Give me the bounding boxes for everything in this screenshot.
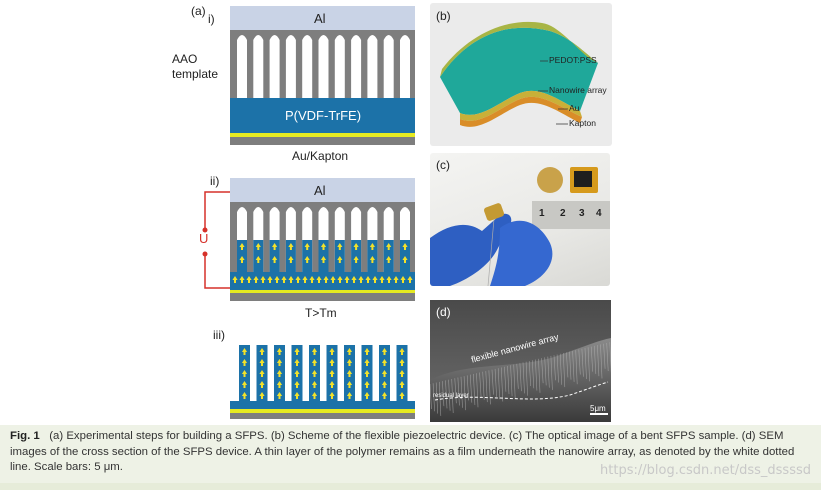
ruler-3: 3	[579, 208, 585, 219]
ruler	[532, 201, 610, 229]
callout-nanowire: Nanowire array	[549, 85, 607, 95]
step-i-al-label: Al	[314, 11, 326, 26]
circuit-wire-bottom	[204, 254, 230, 289]
panel-c-label: (c)	[436, 158, 450, 172]
terminal-bottom	[202, 251, 208, 257]
aao-label: AAO	[172, 52, 198, 66]
pore	[400, 35, 410, 98]
al-layer	[230, 6, 415, 30]
figure-caption: Fig. 1 (a) Experimental steps for buildi…	[0, 425, 821, 483]
glove-left	[430, 213, 512, 286]
pedot-layer	[440, 21, 598, 78]
panel-d-sem	[430, 300, 611, 422]
panel-d-label: (d)	[436, 305, 451, 319]
watermark: https://blog.csdn.net/dss_dssssd	[600, 463, 811, 478]
polymer-label: P(VDF-TrFE)	[285, 108, 362, 123]
step-ii-label: ii)	[210, 174, 220, 188]
kapton-film	[460, 96, 582, 127]
filled-pore	[285, 240, 296, 272]
panel-a-label: (a)	[191, 4, 206, 18]
au-kapton-label: Au/Kapton	[292, 149, 349, 163]
bent-device	[483, 203, 505, 221]
nanowire-body	[440, 27, 598, 115]
ruler-2: 2	[560, 208, 566, 219]
glove-right	[490, 220, 553, 286]
pore	[383, 35, 394, 98]
bent-sample-photo	[430, 167, 610, 286]
filled-pore	[334, 240, 345, 272]
nanowire-array	[230, 345, 415, 409]
sample-active	[574, 171, 592, 187]
pore	[367, 35, 378, 98]
pore	[334, 35, 345, 98]
au-layer	[230, 290, 415, 293]
pore	[253, 35, 264, 98]
residual-film	[230, 401, 415, 409]
filled-pore	[302, 240, 313, 272]
flexible-device-illustration	[440, 21, 598, 127]
pore	[351, 35, 362, 98]
nanowire-cross-section	[430, 338, 611, 422]
scale-bar-label: 5μm	[590, 404, 606, 413]
terminal-top	[202, 227, 208, 233]
callout-pedot: PEDOT:PSS	[549, 55, 597, 65]
lead-wire	[487, 218, 495, 286]
ruler-1: 1	[539, 208, 545, 219]
au-layer	[230, 133, 415, 137]
pore	[302, 35, 313, 98]
temperature-label: T>Tm	[305, 306, 337, 320]
au-film	[460, 90, 582, 121]
step-iii-label: iii)	[213, 328, 225, 342]
step-ii-al-label: Al	[314, 183, 326, 198]
al-layer	[230, 178, 415, 202]
caption-text: (a) Experimental steps for building a SF…	[10, 430, 795, 473]
callout-kapton: Kapton	[569, 118, 596, 128]
aao-pores	[230, 207, 415, 290]
voltage-label: U	[199, 231, 209, 246]
step-i-schematic	[230, 6, 415, 145]
page-footer-bar	[0, 483, 821, 490]
filled-pore	[253, 240, 264, 272]
pore	[285, 35, 296, 98]
figure-label: Fig. 1	[10, 430, 40, 442]
panel-b-device-scheme	[430, 3, 612, 146]
template-label: template	[172, 67, 219, 81]
scale-bar	[590, 413, 608, 415]
callout-au: Au	[569, 103, 580, 113]
sem-image	[430, 300, 611, 422]
pore	[318, 35, 329, 98]
polymer-layer	[230, 98, 415, 133]
ruler-4: 4	[596, 208, 602, 219]
step-i-label: i)	[208, 12, 215, 26]
coin	[537, 167, 563, 193]
kapton-layer	[230, 413, 415, 419]
circuit-wire-top	[204, 191, 230, 230]
panel-b-label: (b)	[436, 9, 451, 23]
residual-layer-line	[434, 381, 609, 401]
filled-pore	[269, 240, 280, 272]
residual-layer-text: residual layer	[433, 393, 469, 399]
kapton-layer	[230, 137, 415, 145]
kapton-layer	[230, 293, 415, 301]
pore	[269, 35, 280, 98]
panel-c-photo	[430, 153, 610, 286]
step-iii-schematic	[230, 345, 415, 419]
step-ii-schematic	[202, 178, 415, 301]
au-layer	[230, 409, 415, 413]
polymer-film	[230, 272, 415, 290]
filled-pore	[383, 240, 394, 272]
pore	[237, 35, 247, 98]
aao-pores	[237, 35, 410, 98]
